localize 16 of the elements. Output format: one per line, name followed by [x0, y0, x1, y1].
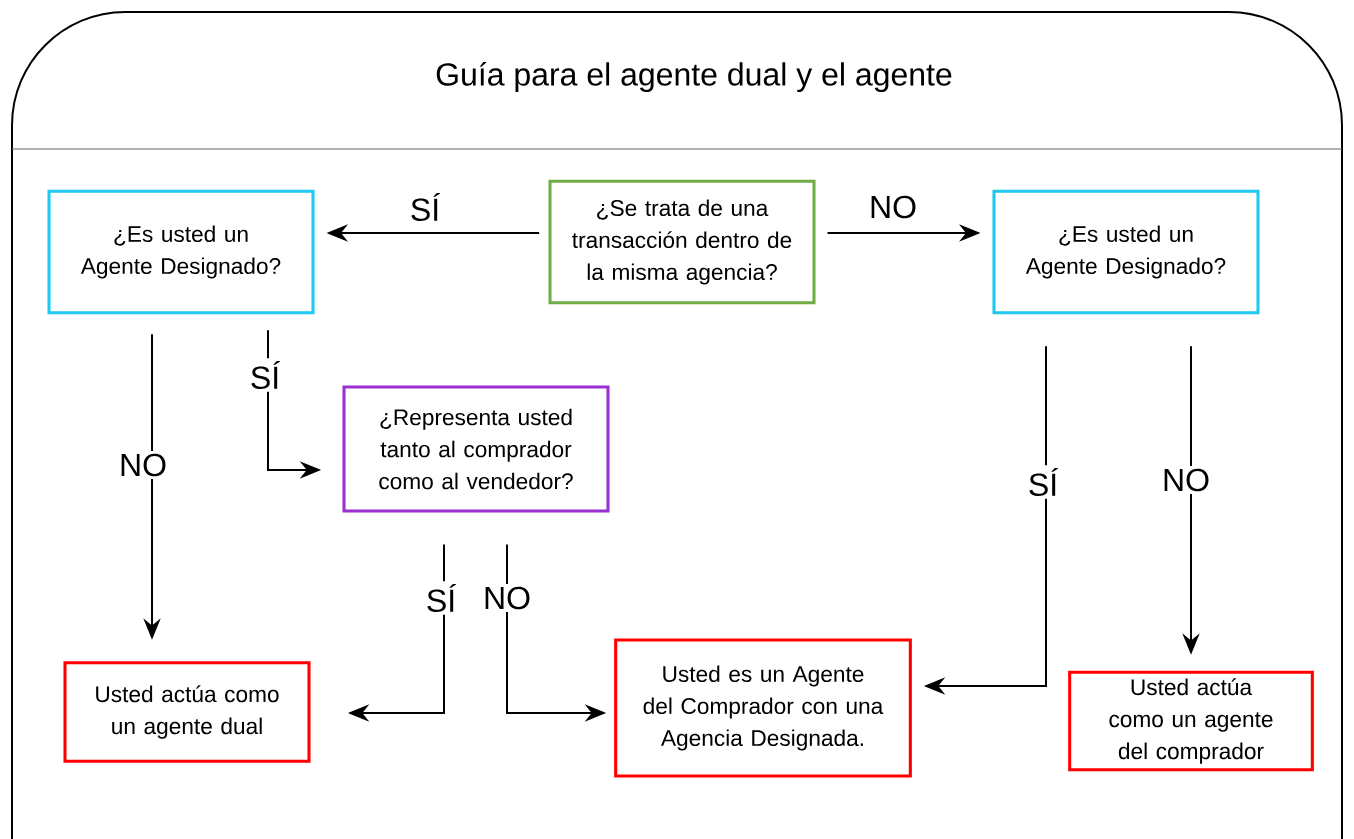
flow-box: Usted es un Agente del Comprador con una Agencia Designada.: [614, 638, 912, 778]
edge-label: SÍ: [411, 192, 441, 222]
edge-label: SÍ: [247, 358, 283, 392]
flow-box: Usted actúa como un agente dual: [63, 661, 311, 763]
edge-label: SÍ: [1025, 465, 1061, 499]
flow-box: ¿Representa usted tanto al comprador como al vendedor?: [342, 385, 610, 513]
edge-label: NO: [871, 195, 916, 219]
flow-box: ¿Se trata de una transacción dentro de la misma agencia?: [548, 179, 816, 305]
flow-box: ¿Es usted un Agente Designado?: [47, 189, 315, 315]
flow-box: ¿Es usted un Agente Designado?: [992, 189, 1260, 315]
flow-box: Usted actúa como un agente del comprador: [1068, 670, 1314, 772]
edge-label: NO: [116, 451, 170, 479]
diagram-title: Guía para el agente dual y el agente: [436, 61, 952, 93]
edge-label: NO: [480, 584, 534, 612]
edge-label: SÍ: [423, 581, 459, 615]
edge-label: NO: [1159, 466, 1213, 494]
